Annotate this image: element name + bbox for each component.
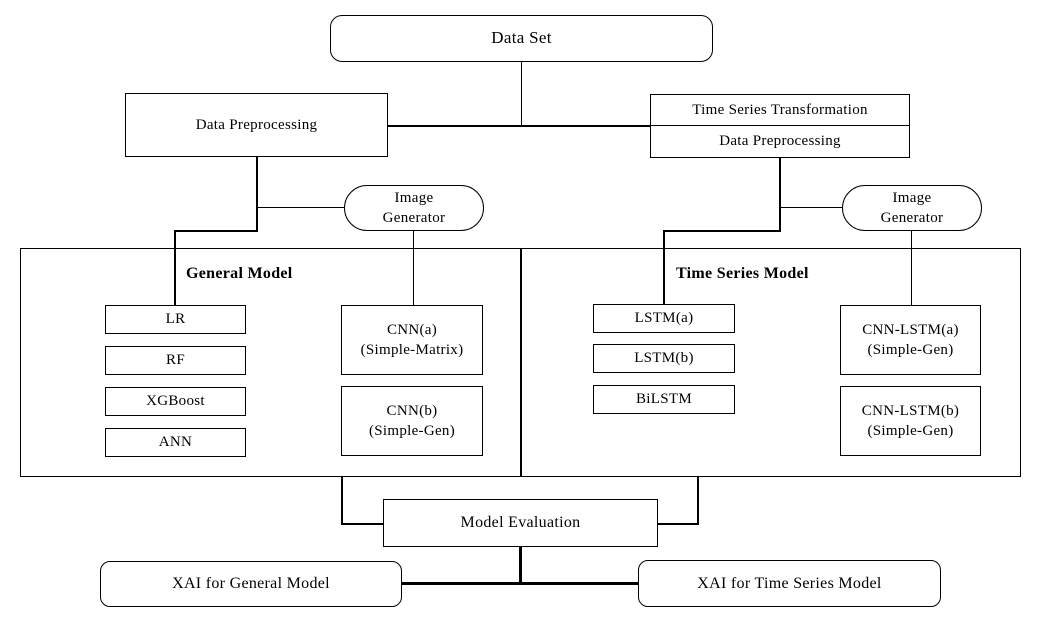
container-divider-line bbox=[520, 248, 522, 477]
model-box-cnn-a: CNN(a) (Simple-Matrix) bbox=[341, 305, 483, 375]
connector-left-to-imagegen bbox=[257, 206, 344, 208]
model-box-rf: RF bbox=[105, 346, 246, 375]
time-series-transformation-cell: Time Series Transformation bbox=[651, 95, 909, 127]
connector-right-jog bbox=[663, 230, 781, 232]
connector-xai-horizontal bbox=[402, 582, 638, 585]
image-generator-right-line2: Generator bbox=[880, 210, 944, 226]
model-box-cnn-b: CNN(b) (Simple-Gen) bbox=[341, 386, 483, 456]
model-box-lstm-a-label: LSTM(a) bbox=[634, 310, 694, 327]
model-box-bilstm: BiLSTM bbox=[593, 385, 735, 414]
connector-right-preproc-down bbox=[779, 158, 781, 231]
connector-dataset-down bbox=[520, 62, 522, 126]
time-series-stack-node: Time Series Transformation Data Preproce… bbox=[650, 94, 910, 158]
model-box-lstm-b-label: LSTM(b) bbox=[634, 350, 694, 367]
data-preprocessing-left-node: Data Preprocessing bbox=[125, 93, 388, 157]
xai-general-model-node: XAI for General Model bbox=[100, 561, 402, 607]
image-generator-left-line1: Image bbox=[394, 189, 434, 206]
model-box-lr: LR bbox=[105, 305, 246, 334]
connector-general-to-eval-right bbox=[341, 523, 384, 525]
connector-preprocessing-horizontal bbox=[388, 125, 650, 127]
model-box-cnn-lstm-a: CNN-LSTM(a) (Simple-Gen) bbox=[840, 305, 981, 375]
model-box-cnn-lstm-b: CNN-LSTM(b) (Simple-Gen) bbox=[840, 386, 981, 456]
model-box-xgboost-label: XGBoost bbox=[146, 393, 205, 410]
dataset-node: Data Set bbox=[330, 15, 713, 62]
data-preprocessing-right-label: Data Preprocessing bbox=[719, 133, 841, 150]
model-evaluation-label: Model Evaluation bbox=[460, 514, 581, 532]
cnn-lstm-b-line2: (Simple-Gen) bbox=[867, 423, 954, 439]
cnn-a-line2: (Simple-Matrix) bbox=[360, 342, 464, 358]
connector-imagegen-left-down bbox=[412, 231, 414, 306]
model-box-lstm-b: LSTM(b) bbox=[593, 344, 735, 373]
connector-ts-to-eval-down bbox=[697, 477, 699, 524]
connector-right-to-lstm bbox=[663, 230, 665, 305]
dataset-label: Data Set bbox=[491, 28, 552, 48]
xai-general-model-label: XAI for General Model bbox=[172, 575, 330, 593]
image-generator-right-line1: Image bbox=[892, 189, 932, 206]
connector-right-to-imagegen bbox=[780, 206, 842, 208]
model-box-lstm-a: LSTM(a) bbox=[593, 304, 735, 333]
connector-imagegen-right-down bbox=[910, 231, 912, 305]
image-generator-left-node: Image Generator bbox=[344, 185, 484, 231]
model-box-rf-label: RF bbox=[166, 352, 185, 369]
model-box-xgboost: XGBoost bbox=[105, 387, 246, 416]
connector-left-preproc-down bbox=[256, 157, 258, 231]
cnn-b-line2: (Simple-Gen) bbox=[368, 423, 456, 439]
general-model-title: General Model bbox=[186, 265, 293, 282]
image-generator-left-line2: Generator bbox=[382, 210, 446, 226]
time-series-transformation-label: Time Series Transformation bbox=[692, 101, 868, 118]
connector-left-to-lr bbox=[174, 230, 176, 306]
data-preprocessing-left-label: Data Preprocessing bbox=[195, 116, 318, 133]
model-box-ann-label: ANN bbox=[158, 434, 193, 451]
model-box-lr-label: LR bbox=[165, 311, 186, 328]
xai-time-series-model-node: XAI for Time Series Model bbox=[638, 560, 941, 607]
xai-time-series-model-label: XAI for Time Series Model bbox=[697, 574, 882, 592]
time-series-model-title: Time Series Model bbox=[676, 265, 809, 282]
connector-left-jog bbox=[174, 230, 258, 232]
cnn-lstm-a-line2: (Simple-Gen) bbox=[867, 342, 954, 358]
model-box-ann: ANN bbox=[105, 428, 246, 457]
connector-general-to-eval-down bbox=[341, 477, 343, 524]
cnn-lstm-b-line1: CNN-LSTM(b) bbox=[861, 402, 960, 419]
model-evaluation-node: Model Evaluation bbox=[383, 499, 658, 547]
connector-ts-to-eval-left bbox=[657, 523, 699, 525]
cnn-a-line1: CNN(a) bbox=[386, 321, 438, 338]
model-box-bilstm-label: BiLSTM bbox=[636, 391, 692, 408]
cnn-lstm-a-line1: CNN-LSTM(a) bbox=[862, 321, 959, 338]
data-preprocessing-right-cell: Data Preprocessing bbox=[651, 126, 909, 157]
cnn-b-line1: CNN(b) bbox=[386, 402, 438, 419]
image-generator-right-node: Image Generator bbox=[842, 185, 982, 231]
connector-eval-to-xai-down bbox=[519, 546, 522, 585]
